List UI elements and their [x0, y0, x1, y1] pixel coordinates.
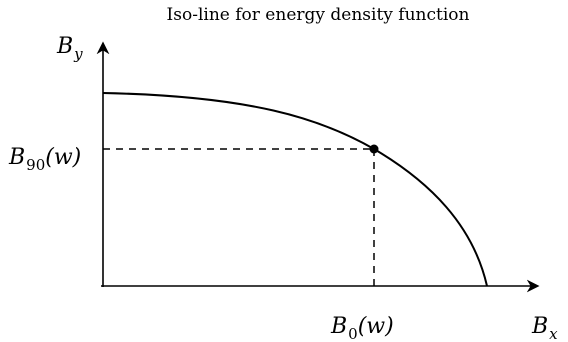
intersection-point	[369, 144, 379, 154]
y-marker-base: B	[8, 145, 25, 170]
x-marker-sub: 0	[348, 325, 358, 342]
y-axis-label: By	[56, 34, 83, 63]
x-axis-label-base: B	[531, 314, 548, 339]
diagram-title: Iso-line for energy density function	[167, 5, 470, 25]
y-axis-label-sub: y	[73, 45, 83, 63]
x-axis-label-sub: x	[549, 325, 558, 342]
y-marker-arg: (w)	[45, 145, 81, 170]
x-marker-label: B0(w)	[330, 314, 394, 342]
x-axis-label: Bx	[531, 314, 558, 342]
iso-line-curve	[102, 92, 488, 287]
y-marker-label: B90(w)	[8, 145, 81, 174]
x-marker-arg: (w)	[358, 314, 394, 339]
x-marker-base: B	[330, 314, 347, 339]
y-axis-label-base: B	[56, 34, 73, 59]
y-marker-sub: 90	[26, 156, 45, 174]
